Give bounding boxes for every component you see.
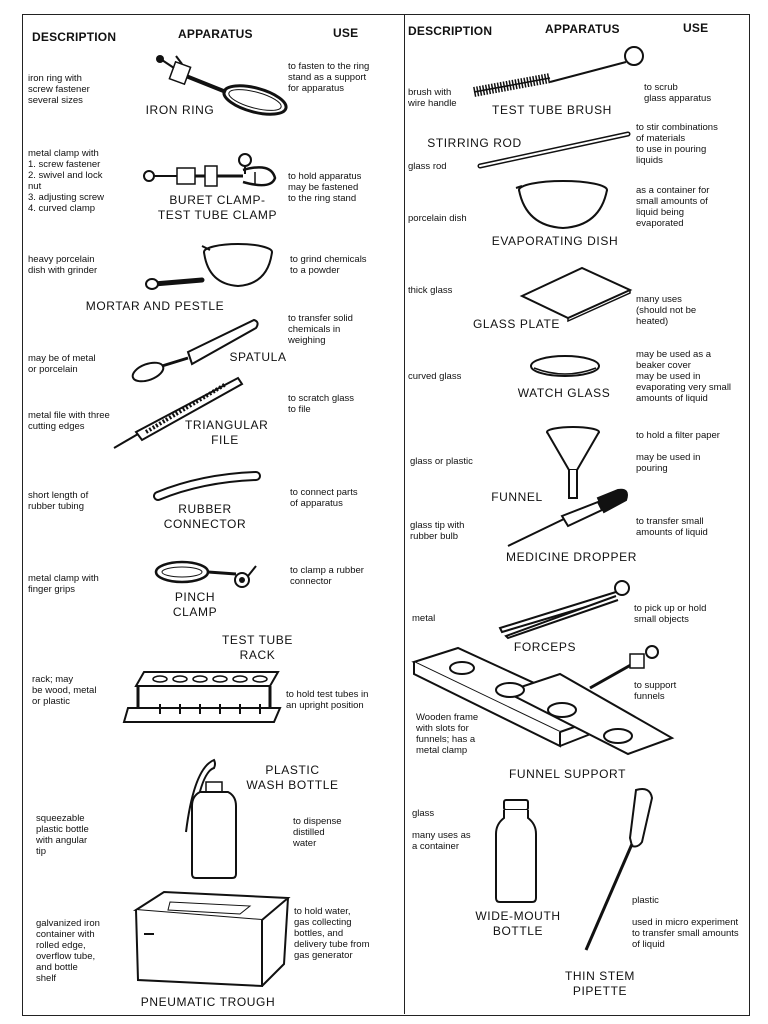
pneumatic-trough-icon — [130, 888, 290, 990]
description-funnel: glass or plastic — [410, 456, 473, 467]
description-test-tube-brush: brush with wire handle — [408, 87, 457, 109]
apparatus-name-medicine-dropper: MEDICINE DROPPER — [506, 550, 637, 564]
left-header-description: DESCRIPTION — [32, 30, 117, 44]
column-divider — [404, 14, 405, 1014]
rubber-connector-icon — [152, 470, 262, 504]
evaporating-dish-icon — [514, 178, 612, 232]
right-header-use: USE — [683, 21, 709, 35]
use-evaporating-dish: as a container for small amounts of liqu… — [636, 185, 710, 229]
pipette-material-and-use: plastic used in micro experiment to tran… — [632, 895, 739, 950]
iron-ring-icon — [156, 55, 292, 126]
description-forceps: metal — [412, 613, 436, 624]
apparatus-name-test-tube-rack: TEST TUBE RACK — [222, 633, 293, 662]
description-stirring-rod: glass rod — [408, 161, 447, 172]
stirring-rod-icon — [478, 130, 632, 170]
apparatus-name-pneumatic-trough: PNEUMATIC TROUGH — [140, 995, 276, 1009]
apparatus-name-iron-ring: IRON RING — [145, 103, 215, 117]
description-watch-glass: curved glass — [408, 371, 462, 382]
left-header-apparatus: APPARATUS — [178, 27, 253, 41]
apparatus-name-stirring-rod: STIRRING ROD — [427, 136, 522, 150]
apparatus-name-test-tube-brush: TEST TUBE BRUSH — [492, 103, 612, 117]
use-buret-clamp: to hold apparatus may be fastened to the… — [288, 171, 362, 204]
apparatus-name-forceps: FORCEPS — [513, 640, 577, 654]
thin-stem-pipette-icon — [580, 786, 660, 954]
forceps-icon — [496, 578, 632, 638]
use-spatula: to transfer solid chemicals in weighing — [288, 313, 353, 346]
medicine-dropper-icon — [506, 488, 630, 550]
apparatus-name-funnel-support: FUNNEL SUPPORT — [508, 767, 627, 781]
use-forceps: to pick up or hold small objects — [634, 603, 707, 625]
description-wash-bottle: squeezable plastic bottle with angular t… — [36, 813, 89, 857]
use-test-tube-brush: to scrub glass apparatus — [644, 82, 712, 104]
apparatus-name-wash-bottle: PLASTIC WASH BOTTLE — [246, 763, 339, 792]
funnel-support-icon — [410, 642, 676, 758]
apparatus-name-rubber-connector: RUBBER CONNECTOR — [163, 502, 247, 531]
use-stirring-rod: to stir combinations of materials to use… — [636, 122, 718, 166]
test-tube-brush-icon — [470, 44, 650, 102]
use-medicine-dropper: to transfer small amounts of liquid — [636, 516, 708, 538]
apparatus-name-watch-glass: WATCH GLASS — [517, 386, 611, 400]
use-iron-ring: to fasten to the ring stand as a support… — [288, 61, 370, 94]
description-evaporating-dish: porcelain dish — [408, 213, 467, 224]
description-pneumatic-trough: galvanized iron container with rolled ed… — [36, 918, 100, 984]
use-funnel: to hold a filter paper may be used in po… — [636, 430, 720, 474]
pinch-clamp-icon — [152, 556, 274, 594]
apparatus-name-pinch-clamp: PINCH CLAMP — [172, 590, 218, 619]
wide-mouth-bottle-icon — [494, 798, 540, 904]
apparatus-name-buret-clamp: BURET CLAMP- TEST TUBE CLAMP — [157, 193, 278, 222]
description-wide-mouth-bottle: glass many uses as a container — [412, 808, 471, 852]
description-rubber-connector: short length of rubber tubing — [28, 490, 89, 512]
use-watch-glass: may be used as a beaker cover may be use… — [636, 349, 732, 404]
use-triangular-file: to scratch glass to file — [288, 393, 354, 415]
triangular-file-icon — [112, 374, 244, 450]
description-buret-clamp: metal clamp with 1. screw fastener 2. sw… — [28, 148, 105, 214]
use-funnel-support: to support funnels — [634, 680, 677, 702]
apparatus-name-mortar-pestle: MORTAR AND PESTLE — [85, 299, 225, 313]
spatula-icon — [130, 316, 262, 386]
buret-clamp-icon — [143, 148, 283, 192]
page-frame — [22, 14, 750, 1016]
apparatus-name-spatula: SPATULA — [229, 350, 287, 364]
use-pinch-clamp: to clamp a rubber connector — [290, 565, 364, 587]
use-glass-plate: many uses (should not be heated) — [636, 294, 697, 327]
glass-plate-icon — [520, 266, 632, 322]
description-pinch-clamp: metal clamp with finger grips — [28, 573, 99, 595]
use-test-tube-rack: to hold test tubes in an upright positio… — [286, 689, 369, 711]
apparatus-name-thin-stem-pipette: THIN STEM PIPETTE — [564, 969, 636, 998]
description-iron-ring: iron ring with screw fastener several si… — [28, 73, 90, 106]
description-test-tube-rack: rack; may be wood, metal or plastic — [32, 674, 97, 707]
watch-glass-icon — [528, 352, 602, 382]
description-medicine-dropper: glass tip with rubber bulb — [410, 520, 465, 542]
funnel-icon — [544, 424, 602, 502]
apparatus-name-triangular-file: TRIANGULAR FILE — [185, 418, 269, 447]
description-spatula: may be of metal or porcelain — [28, 353, 96, 375]
wash-bottle-icon — [180, 758, 240, 880]
left-header-use: USE — [333, 26, 359, 40]
use-pneumatic-trough: to hold water, gas collecting bottles, a… — [294, 906, 370, 961]
right-header-apparatus: APPARATUS — [545, 22, 620, 36]
use-rubber-connector: to connect parts of apparatus — [290, 487, 358, 509]
description-triangular-file: metal file with three cutting edges — [28, 410, 110, 432]
test-tube-rack-icon — [124, 668, 284, 728]
apparatus-name-glass-plate: GLASS PLATE — [472, 317, 561, 331]
use-wash-bottle: to dispense distilled water — [293, 816, 342, 849]
apparatus-name-wide-mouth-bottle: WIDE-MOUTH BOTTLE — [475, 909, 561, 938]
description-glass-plate: thick glass — [408, 285, 453, 296]
description-funnel-support: Wooden frame with slots for funnels; has… — [416, 712, 479, 756]
use-mortar-pestle: to grind chemicals to a powder — [290, 254, 367, 276]
apparatus-name-evaporating-dish: EVAPORATING DISH — [491, 234, 619, 248]
mortar-pestle-icon — [146, 240, 282, 296]
description-mortar-pestle: heavy porcelain dish with grinder — [28, 254, 98, 276]
apparatus-name-funnel: FUNNEL — [491, 490, 543, 504]
right-header-description: DESCRIPTION — [408, 24, 493, 38]
